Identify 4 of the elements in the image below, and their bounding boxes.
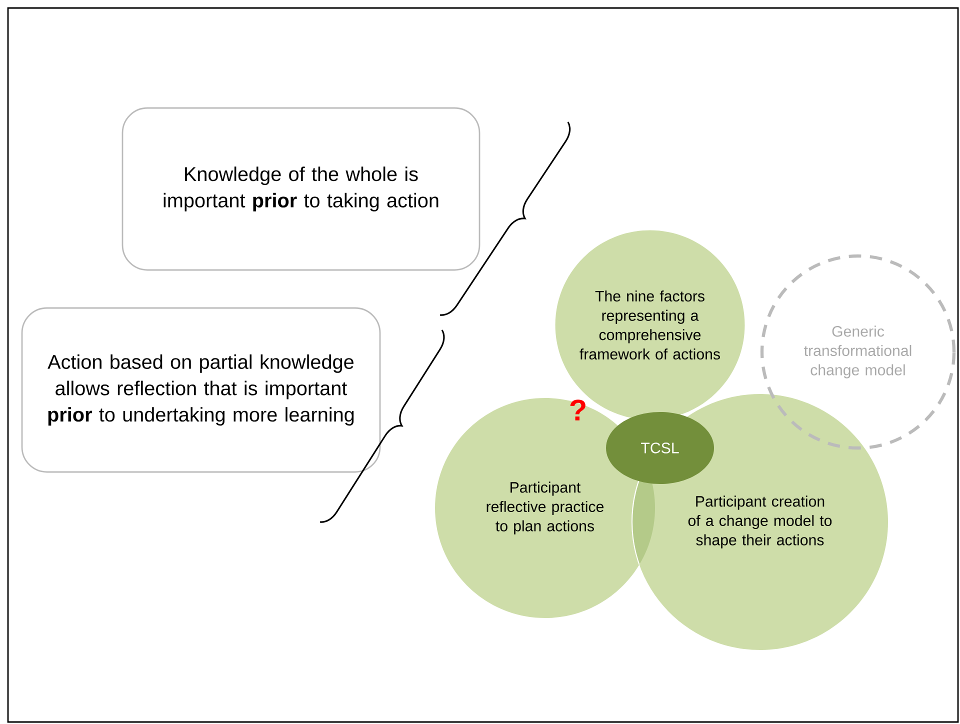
text-box: Knowledge of the whole is important prior to taking action [122,107,480,271]
text-box: Action based on partial knowledge allows reflection that is important prior to undertaking more learning [21,307,381,473]
question-mark: ? [570,400,586,420]
node-label: The nine factors representing a comprehensive framework of actions [580,290,720,360]
